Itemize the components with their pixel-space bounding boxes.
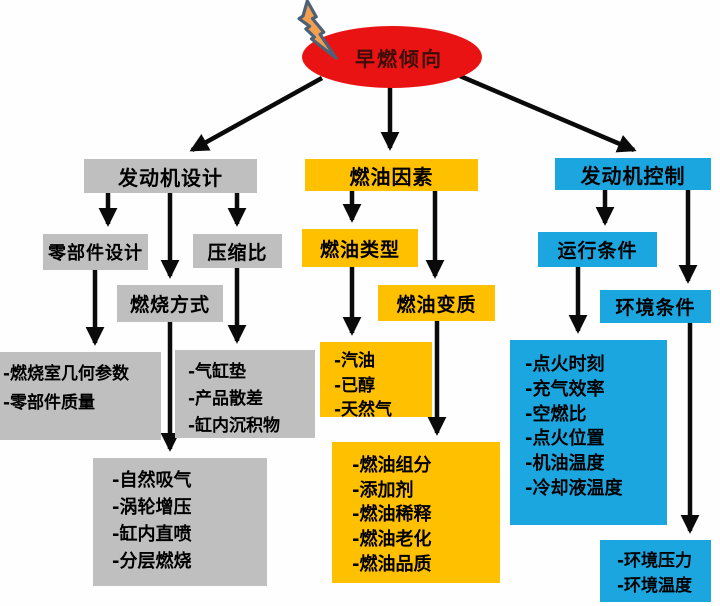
leaf-line: -点火位置: [525, 428, 605, 450]
node-label: 燃烧方式: [129, 294, 210, 316]
leaf-line: -燃油稀释: [352, 504, 432, 526]
leaf-line: -自然吸气: [112, 470, 192, 491]
leaf-environment-parameters: -环境压力 -环境温度: [600, 540, 711, 602]
lightning-bolt-icon: [297, 0, 338, 60]
leaf-line: -燃油老化: [352, 528, 432, 550]
arrow-root-to-control: [459, 73, 637, 153]
node-label: 环境条件: [615, 297, 696, 319]
leaf-line: -环境温度: [617, 575, 693, 596]
node-fuel-factors: 燃油因素: [305, 159, 478, 191]
root-node-preignition: 早燃倾向: [302, 26, 482, 88]
leaf-line: -燃油品质: [352, 553, 432, 575]
node-compression-ratio: 压缩比: [193, 234, 282, 268]
leaf-line: -零部件质量: [3, 392, 96, 413]
leaf-combustion-chamber-params: -燃烧室几何参数 -零部件质量: [0, 352, 161, 440]
leaf-line: -燃烧室几何参数: [3, 364, 130, 384]
leaf-fuel-quality-factors: -燃油组分 -添加剂 -燃油稀释 -燃油老化 -燃油品质: [332, 442, 500, 583]
node-engine-design: 发动机设计: [84, 159, 257, 193]
leaf-line: -充气效率: [525, 378, 605, 400]
node-component-design: 零部件设计: [43, 234, 148, 270]
node-label: 压缩比: [207, 241, 268, 264]
leaf-line: -分层燃烧: [112, 551, 192, 572]
leaf-line: -点火时刻: [525, 354, 605, 375]
node-fuel-type: 燃油类型: [302, 229, 418, 267]
node-label: 发动机控制: [580, 163, 686, 188]
node-label: 零部件设计: [48, 243, 143, 264]
node-operating-conditions: 运行条件: [538, 232, 657, 267]
leaf-line: -气缸垫: [188, 362, 247, 382]
node-fuel-degradation: 燃油变质: [378, 285, 495, 321]
leaf-line: -燃油组分: [352, 455, 432, 476]
leaf-line: -缸内沉积物: [188, 416, 281, 437]
leaf-line: -空燃比: [525, 403, 587, 425]
node-environment-conditions: 环境条件: [600, 290, 711, 323]
leaf-line: -产品散差: [188, 389, 264, 410]
leaf-line: -涡轮增压: [112, 497, 192, 518]
leaf-fuel-types: -汽油 -已醇 -天然气: [320, 342, 432, 420]
root-label: 早燃倾向: [355, 46, 443, 71]
leaf-line: -汽油: [334, 351, 376, 371]
leaf-line: -机油温度: [525, 453, 605, 475]
node-label: 运行条件: [557, 240, 638, 262]
leaf-gasket-variance-deposits: -气缸垫 -产品散差 -缸内沉积物: [175, 350, 315, 438]
node-label: 燃油因素: [349, 164, 434, 189]
leaf-line: -天然气: [334, 400, 393, 421]
node-label: 燃油类型: [319, 238, 400, 261]
leaf-line: -环境压力: [617, 551, 693, 571]
node-engine-control: 发动机控制: [555, 158, 711, 190]
leaf-line: -冷却液温度: [525, 478, 623, 500]
node-label: 发动机设计: [118, 165, 223, 190]
leaf-operating-parameters: -点火时刻 -充气效率 -空燃比 -点火位置 -机油温度 -冷却液温度: [510, 340, 667, 525]
node-label: 燃油变质: [396, 293, 477, 316]
leaf-line: -添加剂: [352, 479, 414, 501]
arrow-root-to-design: [189, 76, 324, 152]
leaf-aspiration-injection-modes: -自然吸气 -涡轮增压 -缸内直喷 -分层燃烧: [93, 458, 267, 586]
leaf-line: -缸内直喷: [112, 524, 192, 545]
node-combustion-mode: 燃烧方式: [117, 285, 223, 322]
leaf-line: -已醇: [334, 375, 376, 396]
